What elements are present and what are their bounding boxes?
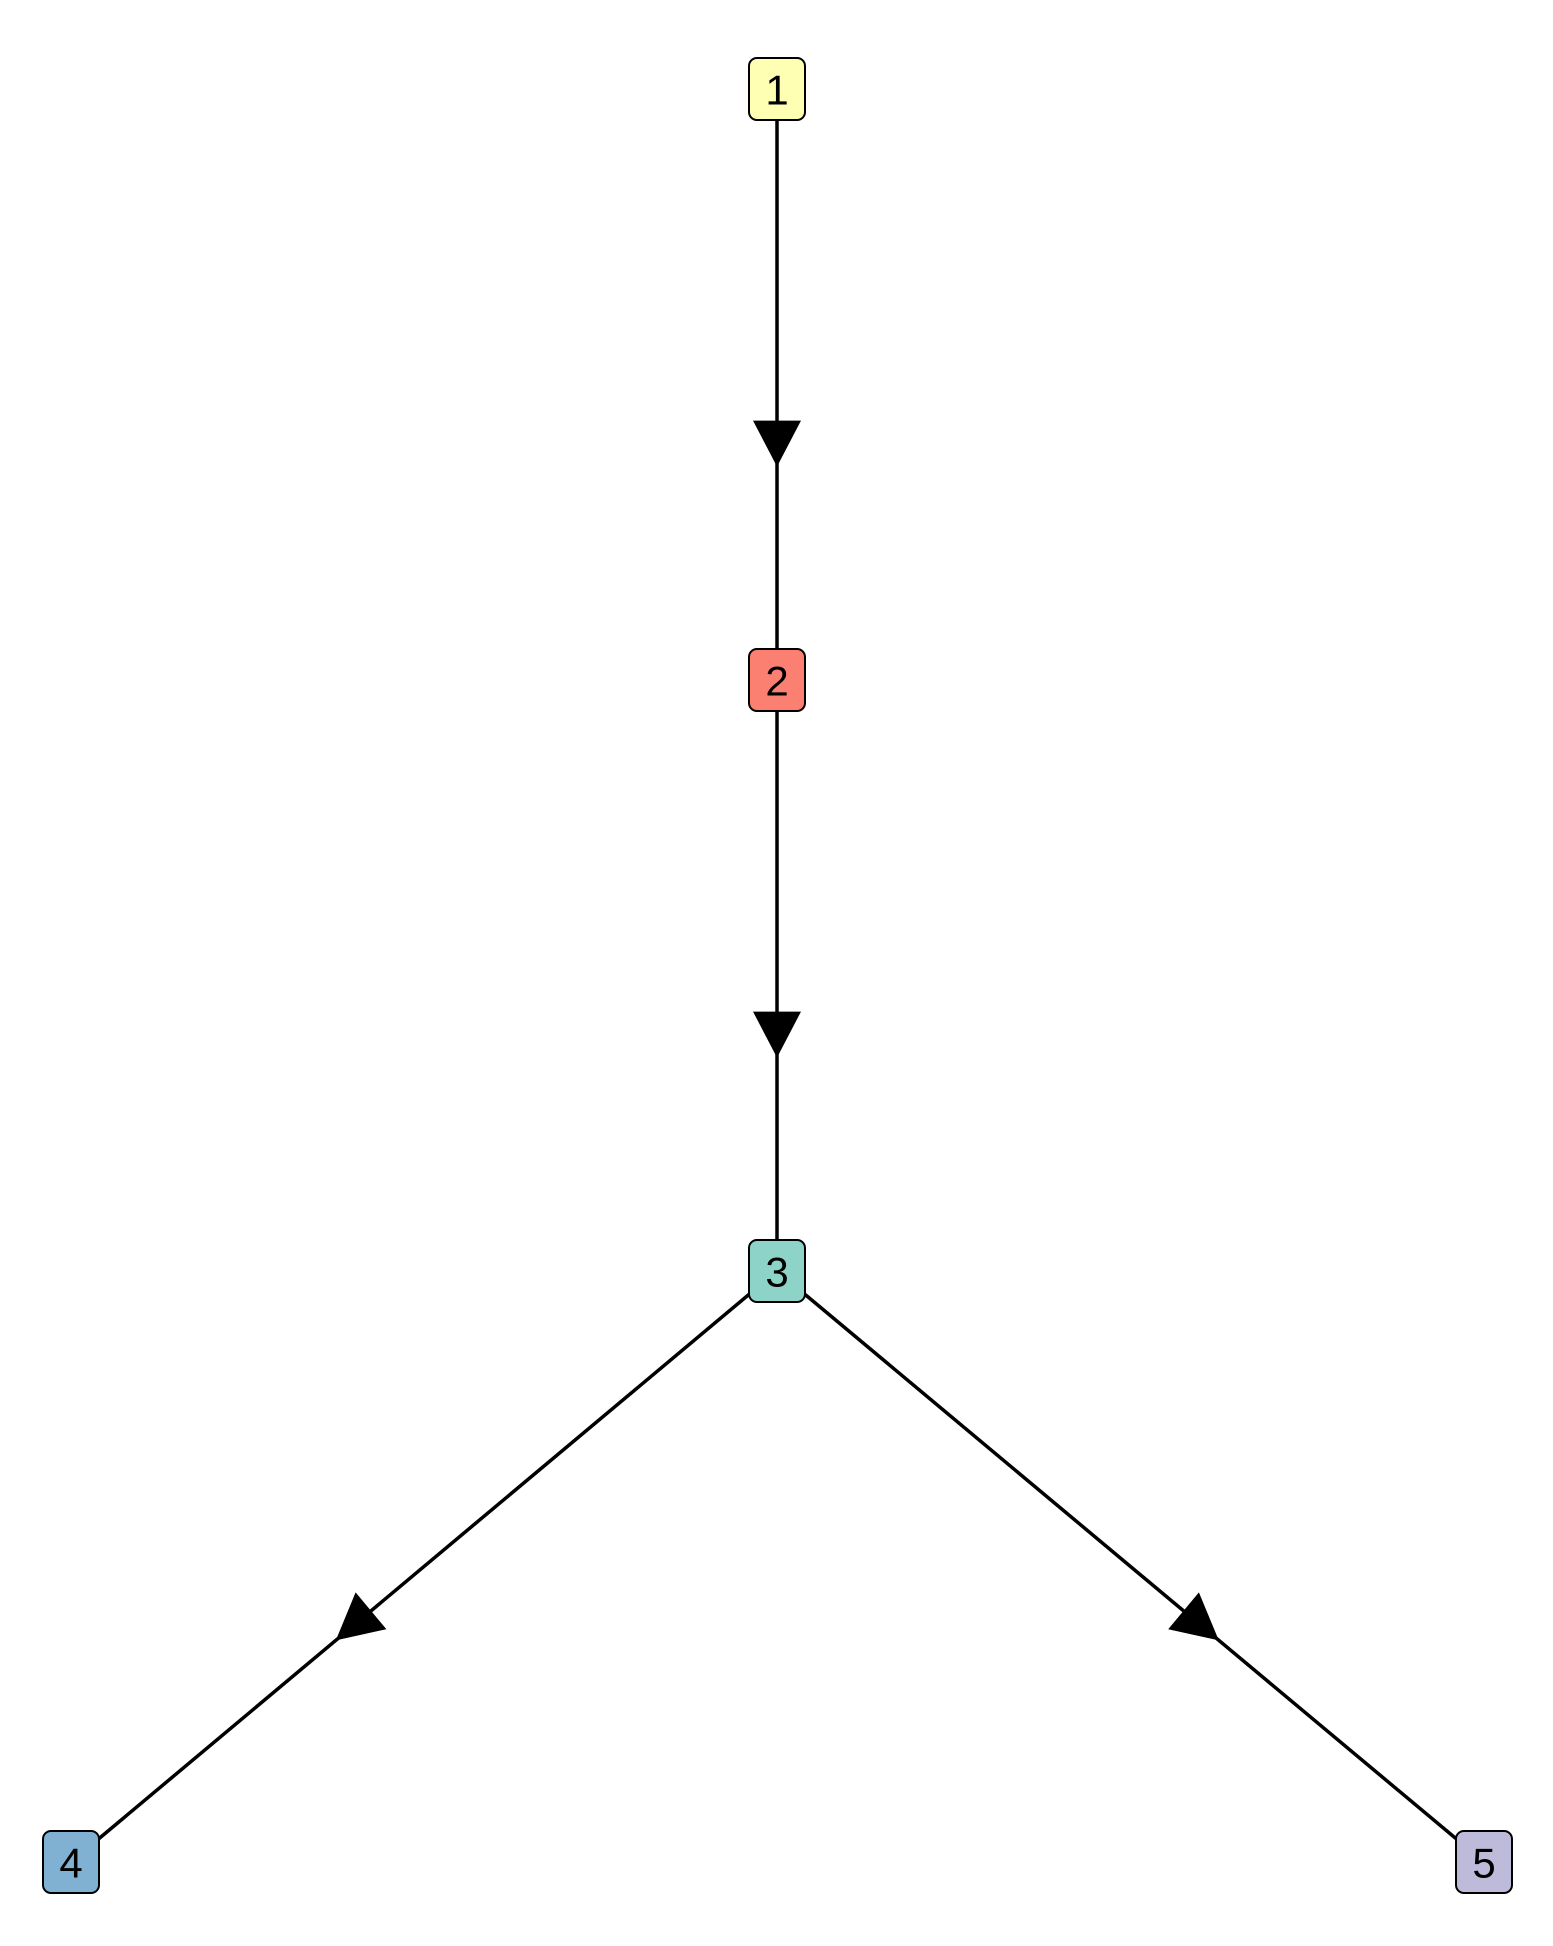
- edge-3-to-4: [69, 1269, 779, 1864]
- node-label-4: 4: [59, 1840, 82, 1887]
- node-label-3: 3: [765, 1249, 788, 1296]
- node-3: 3: [748, 1239, 806, 1303]
- node-label-1: 1: [765, 67, 788, 114]
- arrowhead-3-to-4: [335, 1592, 387, 1641]
- node-box-5: [1455, 1830, 1513, 1894]
- edges-layer: [69, 89, 1486, 1864]
- arrowhead-2-to-3: [753, 1011, 801, 1058]
- edge-3-to-5: [775, 1269, 1486, 1864]
- node-label-5: 5: [1472, 1840, 1495, 1887]
- node-1: 1: [748, 57, 806, 121]
- arrowhead-3-to-5: [1168, 1592, 1219, 1641]
- node-box-4: [42, 1830, 100, 1894]
- node-5: 5: [1455, 1830, 1513, 1894]
- node-label-2: 2: [765, 658, 788, 705]
- nodes-layer: 1 2 3 4 5: [42, 57, 1513, 1894]
- node-box-2: [748, 648, 806, 712]
- node-box-3: [748, 1239, 806, 1303]
- node-4: 4: [42, 1830, 100, 1894]
- node-box-1: [748, 57, 806, 121]
- arrowhead-1-to-2: [753, 420, 801, 467]
- node-2: 2: [748, 648, 806, 712]
